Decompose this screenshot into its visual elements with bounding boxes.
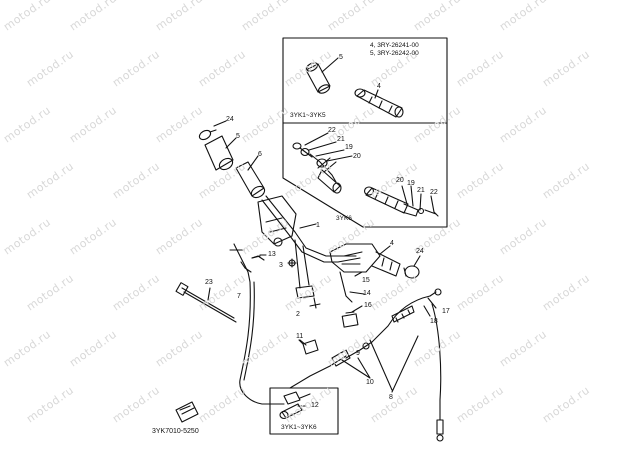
switch-16	[341, 311, 359, 328]
callout-23: 23	[205, 279, 213, 286]
callout-6: 6	[258, 151, 262, 158]
callout-19-right: 19	[407, 180, 415, 187]
callout-21-right: 21	[417, 187, 425, 194]
callout-22-mid: 22	[328, 127, 336, 134]
callout-16: 16	[364, 302, 372, 309]
callout-24-right: 24	[416, 248, 424, 255]
callout-19-mid: 19	[345, 144, 353, 151]
callout-15: 15	[362, 277, 370, 284]
cable-tie-23	[175, 282, 237, 323]
callout-7: 7	[237, 293, 241, 300]
callout-10: 10	[366, 379, 374, 386]
callout-14: 14	[363, 290, 371, 297]
part-note-1: 4, 3RY-26241-00	[370, 42, 419, 49]
info-icon	[175, 401, 199, 423]
callout-18: 18	[430, 318, 438, 325]
callout-9: 9	[356, 350, 360, 357]
callout-4-right: 4	[390, 240, 394, 247]
callout-5-left: 5	[236, 133, 240, 140]
left-grip-assembly	[198, 129, 266, 199]
middle-variant-box	[282, 122, 448, 228]
callout-11: 11	[296, 333, 304, 340]
box-label-middle: 3YK6	[336, 215, 352, 222]
part-note-2: 5, 3RY-26242-00	[370, 50, 419, 57]
throttle-grip-middle	[363, 186, 439, 217]
clip-11	[298, 339, 319, 355]
diagram-code: 3YK7010-5250	[152, 428, 199, 435]
box-label-top: 3YK1~3YK5	[290, 112, 326, 119]
throttle-cable-8	[345, 288, 444, 442]
left-switch-housing	[257, 195, 297, 247]
callout-22-right: 22	[430, 189, 438, 196]
throttle-parts-middle	[292, 142, 342, 194]
grip-5-top	[305, 62, 331, 94]
callout-8: 8	[389, 394, 393, 401]
callout-12: 12	[311, 402, 319, 409]
cable-7	[229, 243, 285, 405]
callout-17: 17	[442, 308, 450, 315]
callout-5-top: 5	[339, 54, 343, 61]
handlebar-1	[261, 195, 363, 299]
grip-4-top	[354, 88, 404, 118]
box-label-bottom: 3YK1~3YK6	[281, 424, 317, 431]
callout-1: 1	[316, 222, 320, 229]
callout-21-mid: 21	[337, 136, 345, 143]
callout-13: 13	[268, 251, 276, 258]
callout-20-mid: 20	[353, 153, 361, 160]
callout-3: 3	[279, 262, 283, 269]
part-12	[279, 403, 307, 420]
callout-4-top: 4	[377, 83, 381, 90]
right-throttle-housing	[329, 243, 420, 279]
callout-24-left: 24	[226, 116, 234, 123]
bottom-variant-box	[269, 387, 339, 435]
callout-20-right: 20	[396, 177, 404, 184]
callout-2: 2	[296, 311, 300, 318]
